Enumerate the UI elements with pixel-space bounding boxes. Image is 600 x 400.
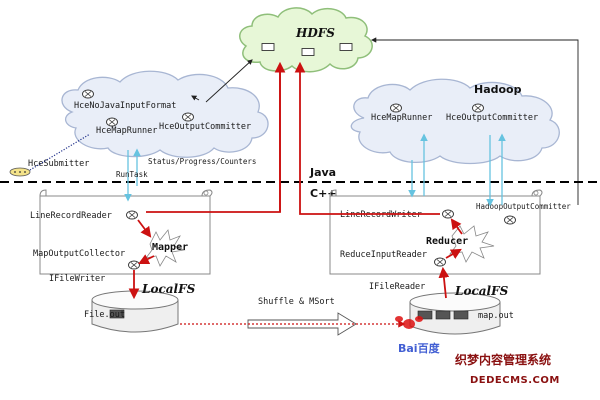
- collector-oval-icon: [128, 260, 140, 270]
- reduce-input-reader-label: ReduceInputReader: [340, 250, 427, 260]
- input-format-to-hdfs-connector: [205, 59, 253, 103]
- watermark-cn-text: 织梦内容管理系统: [455, 352, 551, 367]
- hadoop-output-committer-label: HadoopOutputCommitter: [476, 202, 571, 211]
- hce-map-runner-label-right: HceMapRunner: [371, 113, 432, 123]
- component-oval-icon: [182, 112, 194, 122]
- component-oval-icon: [390, 103, 402, 113]
- localfs-right-label: LocalFS: [454, 284, 509, 298]
- component-oval-icon: [472, 103, 484, 113]
- hce-no-java-input-format-label: HceNoJavaInputFormat: [74, 101, 176, 111]
- java-label: Java: [309, 166, 336, 179]
- map-out-block-icon: [453, 310, 469, 320]
- hce-output-committer-label-left: HceOutputCommitter: [159, 122, 251, 132]
- hadoop-cloud: Hadoop HceMapRunner HceOutputCommitter: [350, 78, 560, 165]
- baidu-logo: Bai百度: [395, 316, 441, 355]
- map-out-block-icon: [435, 310, 451, 320]
- map-output-collector-label: MapOutputCollector: [33, 249, 125, 259]
- hdfs-slot-icon: [261, 43, 275, 51]
- file-out-label: File.out: [84, 310, 125, 320]
- component-oval-icon: [82, 89, 94, 99]
- hce-output-committer-label-right: HceOutputCommitter: [446, 113, 538, 123]
- status-progress-counters-label: Status/Progress/Counters: [148, 157, 256, 166]
- shuffle-arrow: Shuffle & MSort: [180, 297, 406, 336]
- hadoop-title: Hadoop: [474, 83, 522, 96]
- small-black-connector: [191, 95, 200, 101]
- hce-submitter-label: HceSubmitter: [28, 159, 89, 169]
- blue-control-flow: [124, 133, 506, 207]
- localfs-left-label: LocalFS: [141, 282, 196, 296]
- localfs-right: LocalFS map.out: [409, 284, 514, 335]
- component-oval-icon: [106, 117, 118, 127]
- watermark-url-text: DEDECMS.COM: [470, 375, 560, 386]
- map-out-block-icon: [417, 310, 433, 320]
- ifile-reader-label: IFileReader: [369, 282, 425, 292]
- hdfs-slot-icon: [339, 43, 353, 51]
- localfs-left: LocalFS File.out: [84, 282, 196, 333]
- record-reader-oval-icon: [126, 210, 138, 220]
- record-writer-oval-icon: [442, 209, 454, 219]
- hdfs-slot-icon: [301, 48, 315, 56]
- output-committer-to-hdfs-connector: [370, 37, 579, 205]
- map-out-label: map.out: [478, 311, 514, 321]
- output-committer-oval-icon: [504, 215, 516, 225]
- java-cloud: HceNoJavaInputFormat HceMapRunner HceOut…: [61, 70, 269, 158]
- runtask-label: RunTask: [116, 170, 148, 179]
- hdfs-cloud: HDFS: [239, 7, 373, 73]
- baidu-logo-text: Bai百度: [398, 341, 441, 355]
- line-record-reader-label: LineRecordReader: [30, 211, 112, 221]
- file-out-block-icon: [109, 309, 125, 319]
- hce-map-runner-label-left: HceMapRunner: [96, 126, 157, 136]
- map-task-box: LineRecordReader MapOutputCollector IFil…: [30, 189, 213, 284]
- hce-submitter: HceSubmitter: [9, 133, 91, 177]
- submitter-dashed-link: [29, 133, 91, 171]
- red-data-flow: [128, 61, 463, 300]
- reduce-input-oval-icon: [434, 257, 446, 267]
- shuffle-label: Shuffle & MSort: [258, 297, 335, 307]
- hdfs-label: HDFS: [295, 26, 335, 40]
- watermark: 织梦内容管理系统 DEDECMS.COM Bai百度: [395, 316, 560, 386]
- mapper-label: Mapper: [152, 242, 188, 253]
- reduce-task-box: LineRecordWriter HadoopOutputCommitter R…: [329, 189, 571, 292]
- ifile-writer-label: IFileWriter: [49, 274, 105, 284]
- reducer-label: Reducer: [426, 236, 468, 247]
- line-record-writer-label: LineRecordWriter: [340, 210, 422, 220]
